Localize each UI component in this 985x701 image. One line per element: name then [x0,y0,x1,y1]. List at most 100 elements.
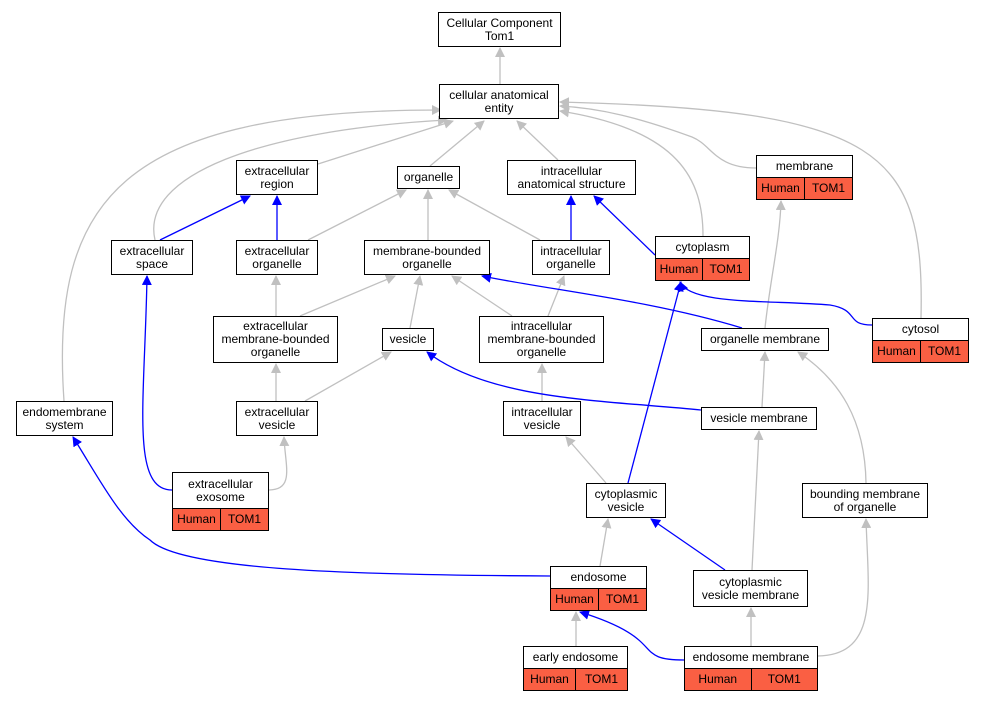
node-organelle[interactable]: organelle [397,166,460,189]
node-label: cellular anatomical entity [449,87,549,115]
edge-endomem-to-bmo [817,518,872,657]
edge-ias-to-cae [516,120,559,161]
species-cell: Human [877,344,916,358]
gene-cell: TOM1 [702,259,749,280]
node-extracellular-organelle[interactable]: extracellular organelle [236,240,318,275]
node-label: cytoplasmic vesicle [594,486,658,514]
node-membrane[interactable]: membrane Human TOM1 [756,155,853,200]
edge-endomem-to-endosome [579,609,685,661]
node-label: bounding membrane of organelle [809,486,921,514]
gene-cell: TOM1 [575,669,627,690]
node-cytosol[interactable]: cytosol Human TOM1 [872,318,969,363]
node-label: endosome membrane [692,650,810,664]
node-vesicle[interactable]: vesicle [382,328,434,351]
node-label: extracellular region [244,163,310,191]
node-intracellular-organelle[interactable]: intracellular organelle [532,240,610,275]
node-vesicle-membrane[interactable]: vesicle membrane [701,407,817,430]
node-cellular-anatomical-entity[interactable]: cellular anatomical entity [439,84,559,119]
node-label: extracellular membrane-bounded organelle [221,319,330,359]
edge-cytoplasm-to-cae [559,107,704,237]
node-label: membrane-bounded organelle [372,243,482,271]
edge-intorg-to-organelle [448,189,541,241]
gene-cell: TOM1 [920,341,968,362]
edge-exves-to-vesicle [304,351,392,402]
node-label: early endosome [532,650,619,664]
edge-orgmem-to-membrane [764,200,786,329]
node-label: endomembrane system [22,404,107,432]
node-bounding-membrane-of-organelle[interactable]: bounding membrane of organelle [802,483,928,518]
edge-cvm-to-vesmem [751,430,764,571]
edge-intmbo-to-mbo [451,275,513,317]
edge-bmo-to-orgmem [797,351,867,484]
node-label: intracellular vesicle [511,404,573,432]
node-organelle-membrane[interactable]: organelle membrane [701,328,829,351]
node-label: Cellular Component Tom1 [446,15,553,43]
edge-orgmem-to-mbo [481,272,743,329]
edge-exreg-to-cae [317,118,454,165]
node-extracellular-membrane-bounded-organelle[interactable]: extracellular membrane-bounded organelle [213,316,338,363]
edge-cytves-to-intves [565,436,607,484]
edge-cytosol-to-cytoplasm [679,281,873,326]
node-extracellular-exosome[interactable]: extracellular exosome Human TOM1 [172,472,269,531]
annotation-row: Human TOM1 [551,588,646,610]
edge-exspace-to-exreg [159,195,251,241]
edge-exo-to-exspace [141,275,173,491]
node-extracellular-space[interactable]: extracellular space [111,240,193,275]
annotation-row: Human TOM1 [656,258,749,280]
annotation-row: Human TOM1 [524,668,627,690]
node-intracellular-anatomical-structure[interactable]: intracellular anatomical structure [507,160,636,195]
node-label: extracellular space [119,243,185,271]
gene-cell: TOM1 [598,589,646,610]
species-cell: Human [698,672,738,686]
gene-cell: TOM1 [750,669,818,690]
node-endosome[interactable]: endosome Human TOM1 [550,566,647,611]
edge-organelle-to-cae [429,120,485,167]
annotation-row: Human TOM1 [873,340,968,362]
node-extracellular-vesicle[interactable]: extracellular vesicle [236,401,318,436]
node-label: cytoplasm [675,240,730,254]
node-label: cytosol [901,322,940,336]
node-intracellular-membrane-bounded-organelle[interactable]: intracellular membrane-bounded organelle [479,316,604,363]
node-label: membrane [775,159,834,173]
edge-endosome-to-endosys [72,436,551,577]
node-endomembrane-system[interactable]: endomembrane system [16,401,113,436]
node-label: extracellular organelle [244,243,310,271]
annotation-row: Human TOM1 [757,177,852,199]
edge-endosome-to-cytves [599,518,612,567]
node-label: organelle membrane [709,332,821,346]
gene-cell: TOM1 [220,509,268,530]
edge-membrane-to-cae [559,101,757,169]
annotation-row: Human TOM1 [173,508,268,530]
edge-exmbo-to-mbo [299,274,396,317]
species-cell: Human [659,262,699,276]
node-label: intracellular organelle [540,243,602,271]
edge-intmbo-to-intorg [547,275,566,317]
species-cell: Human [761,181,800,195]
edge-exorg-to-organelle [307,189,407,241]
node-label: extracellular exosome [188,476,253,504]
edge-vesmem-to-vesicle [426,351,702,411]
node-membrane-bounded-organelle[interactable]: membrane-bounded organelle [364,240,490,275]
node-label: cytoplasmic vesicle membrane [701,574,800,602]
edge-vesmem-to-orgmem [759,351,770,408]
edge-endosys-to-cae [61,105,442,402]
node-label: intracellular anatomical structure [517,163,626,191]
node-label: vesicle [389,332,427,346]
node-label: extracellular vesicle [244,404,310,432]
node-cellular-component-tom1[interactable]: Cellular Component Tom1 [438,12,561,47]
node-label: vesicle membrane [710,411,808,425]
node-early-endosome[interactable]: early endosome Human TOM1 [523,646,628,691]
edge-vesicle-to-mbo [409,275,424,329]
edge-cvm-to-cytves [650,518,726,571]
node-intracellular-vesicle[interactable]: intracellular vesicle [503,401,581,436]
node-cytoplasmic-vesicle-membrane[interactable]: cytoplasmic vesicle membrane [693,570,808,607]
edge-cytves-to-cytoplasm [627,281,684,484]
node-cytoplasmic-vesicle[interactable]: cytoplasmic vesicle [586,483,666,518]
species-cell: Human [177,512,216,526]
edge-cytosol-to-cae [559,97,922,319]
node-extracellular-region[interactable]: extracellular region [236,160,318,195]
node-cytoplasm[interactable]: cytoplasm Human TOM1 [655,236,750,281]
edge-exspace-to-cae [153,115,448,241]
node-endosome-membrane[interactable]: endosome membrane Human TOM1 [684,646,818,691]
